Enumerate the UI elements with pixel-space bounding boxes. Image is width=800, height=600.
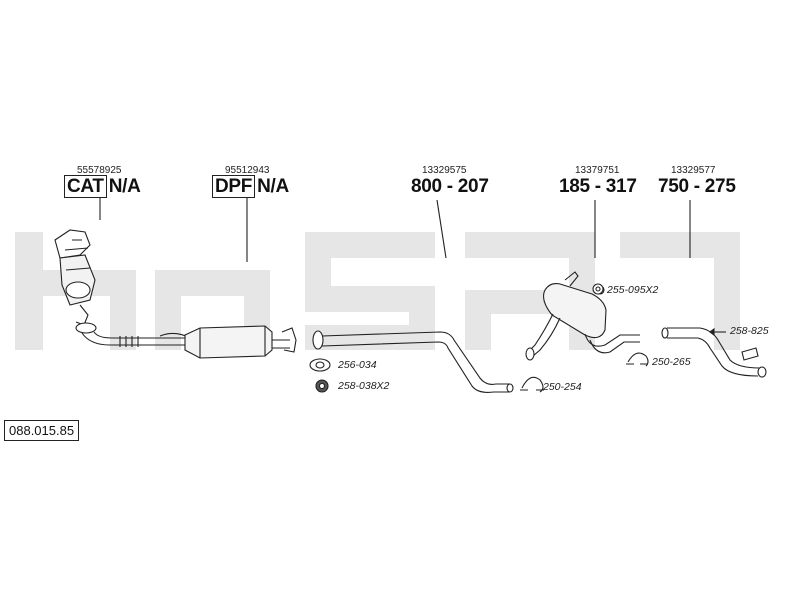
clamp-icon-250-254: [520, 376, 544, 393]
tail-pipe-part: [661, 327, 767, 378]
oe-number: 13379751: [575, 165, 620, 176]
part-code-middle-silencer: 185 - 317: [559, 176, 637, 197]
part-code-value: N/A: [257, 176, 289, 197]
accessory-label: 258-825: [730, 325, 769, 337]
oe-number: 13329575: [422, 165, 467, 176]
oe-number: 13329577: [671, 165, 716, 176]
arrow-icon-258-825: [709, 327, 726, 337]
gasket-icon-258-038x2: [315, 379, 329, 393]
part-code-value: N/A: [108, 176, 141, 197]
part-code-front-pipe: 800 - 207: [411, 176, 489, 197]
front-flex-pipe: [75, 322, 191, 347]
accessory-label: 255-095X2: [607, 284, 659, 296]
oe-number: 55578925: [77, 165, 122, 176]
leader-line-front-pipe: [436, 199, 447, 259]
accessory-label: 256-034: [338, 359, 377, 371]
diagram-reference-number: 088.015.85: [4, 420, 80, 441]
accessory-label: 250-265: [652, 356, 691, 368]
rubber-mount-icon-255-095x2: [592, 283, 604, 295]
oe-number: 95512943: [225, 165, 270, 176]
clamp-icon-250-265: [626, 352, 649, 367]
front-pipe-part: [312, 330, 514, 393]
part-type-label: DPF: [212, 175, 256, 198]
dpf-part: [184, 325, 297, 359]
catalytic-converter-part: [54, 229, 96, 326]
part-type-label: CAT: [64, 175, 107, 198]
gasket-icon-256-034: [309, 358, 331, 372]
accessory-label: 250-254: [543, 381, 582, 393]
accessory-label: 258-038X2: [338, 380, 390, 392]
part-code-tail-pipe: 750 - 275: [658, 176, 736, 197]
